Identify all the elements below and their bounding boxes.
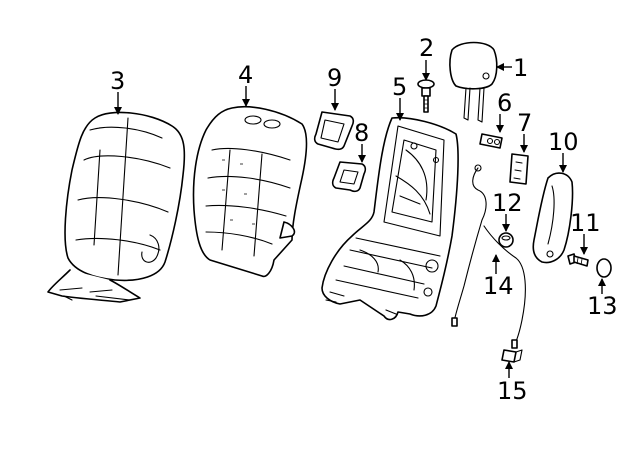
- seat-back-frame-part: [321, 116, 459, 321]
- connector-part: [501, 349, 523, 363]
- callout-1: 1: [513, 54, 528, 82]
- side-shield-part: [532, 172, 574, 264]
- head-restraint-part: [449, 41, 498, 123]
- seat-back-pad-part: [192, 105, 308, 278]
- callout-6: 6: [497, 89, 512, 117]
- clip-part: [479, 133, 503, 149]
- callout-13: 13: [587, 292, 618, 320]
- callout-3: 3: [110, 67, 125, 95]
- callout-11: 11: [570, 209, 601, 237]
- callout-4: 4: [238, 61, 253, 89]
- screw-part: [567, 253, 589, 267]
- callout-labels: 1 2 3 4 5 6 7 8 9 10 11 12 13 14 15: [110, 34, 618, 405]
- guide-bolt-part: [417, 79, 435, 113]
- trim-bezel-part: [313, 111, 355, 151]
- callout-15: 15: [497, 377, 528, 405]
- callout-9: 9: [327, 64, 342, 92]
- seat-back-cover-part: [47, 111, 186, 303]
- callout-8: 8: [354, 119, 369, 147]
- callout-12: 12: [492, 189, 523, 217]
- callout-14: 14: [483, 272, 514, 300]
- leader-lines: [114, 60, 606, 378]
- cap-part: [596, 258, 612, 278]
- callout-7: 7: [517, 109, 532, 137]
- trim-panel-part: [331, 161, 367, 193]
- grommet-part: [498, 232, 514, 248]
- bracket-part: [509, 153, 529, 185]
- wire-harness-part: [451, 164, 526, 349]
- callout-5: 5: [392, 73, 407, 101]
- callout-2: 2: [419, 34, 434, 62]
- callout-10: 10: [548, 128, 579, 156]
